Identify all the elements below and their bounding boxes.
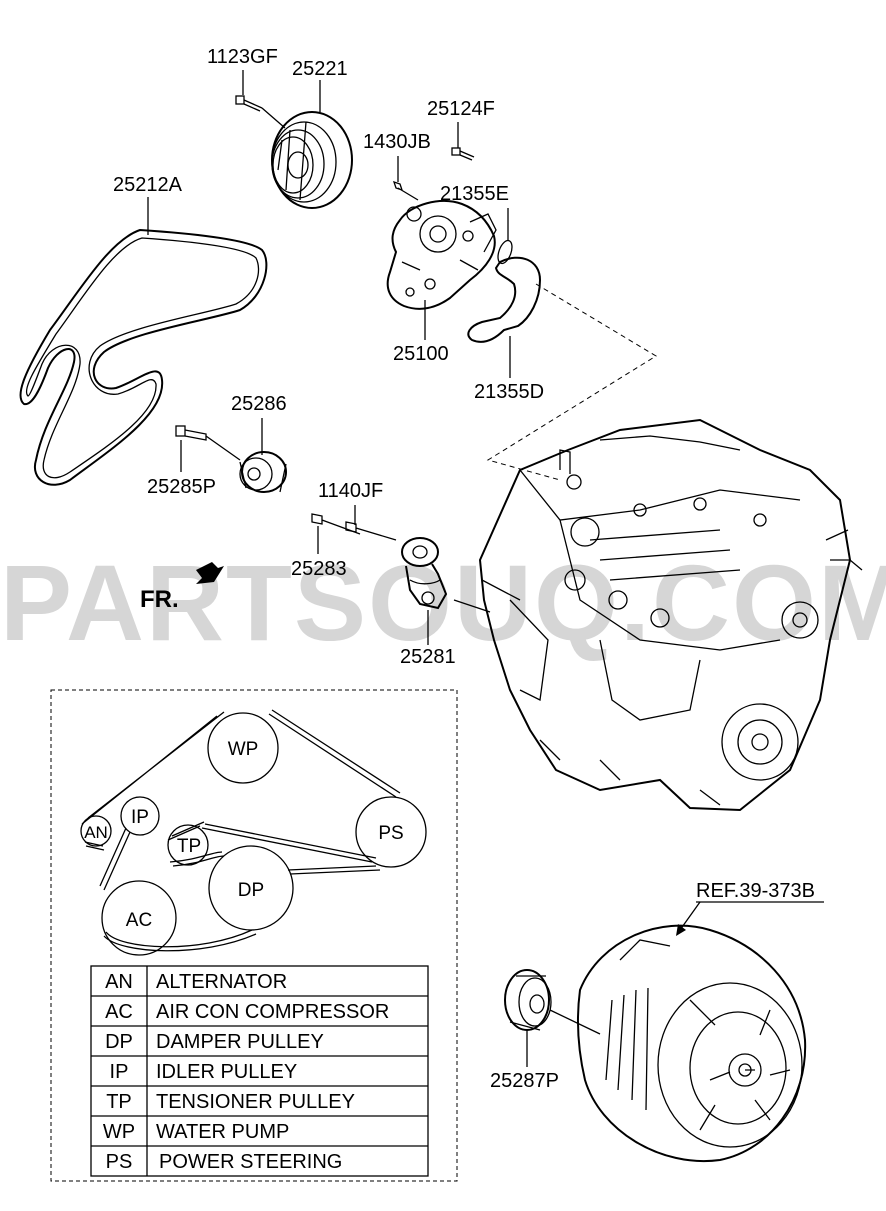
label-ref-39-373B: REF.39-373B	[696, 880, 815, 902]
bolt-1123GF[interactable]	[235, 95, 286, 129]
belt-25212A[interactable]	[19, 228, 268, 486]
legend-rows: AN ALTERNATOR AC AIR CON COMPRESSOR DP DAMPER…	[103, 971, 389, 1173]
pulley-ac	[101, 880, 177, 956]
legend-name-tp: TENSIONER PULLEY	[156, 1091, 355, 1113]
legend-name-wp: WATER PUMP	[156, 1121, 289, 1143]
label-25124F: 25124F	[427, 98, 495, 120]
label-1140JF: 1140JF	[318, 480, 383, 502]
label-21355E: 21355E	[440, 183, 509, 205]
watermark: PARTSOUQ.COM	[0, 542, 886, 663]
o-ring-21355E[interactable]	[495, 239, 514, 266]
pulley-25221[interactable]	[271, 111, 353, 209]
legend-name-an: ALTERNATOR	[156, 971, 287, 993]
legend-code-ps: PS	[106, 1151, 133, 1173]
pulley-label-ac: AC	[126, 910, 152, 931]
legend-code-ac: AC	[105, 1001, 133, 1023]
tensioner-25281[interactable]	[401, 537, 448, 610]
legend-name-ps: POWER STEERING	[159, 1151, 342, 1173]
legend-code-wp: WP	[103, 1121, 135, 1143]
bolt-25283[interactable]	[311, 513, 361, 535]
label-1430JB: 1430JB	[363, 131, 431, 153]
legend-name-ac: AIR CON COMPRESSOR	[156, 1001, 389, 1023]
legend-name-ip: IDLER PULLEY	[156, 1061, 297, 1083]
label-25212A: 25212A	[113, 174, 183, 196]
legend-code-dp: DP	[105, 1031, 133, 1053]
label-25281: 25281	[400, 646, 456, 668]
pulley-tp	[167, 824, 209, 866]
alternator	[576, 924, 807, 1163]
legend-code-an: AN	[105, 971, 133, 993]
water-pump-25100[interactable]	[386, 200, 497, 310]
dowel-1430JB[interactable]	[392, 180, 419, 201]
label-25287P: 25287P	[490, 1070, 559, 1092]
bolt-25285P[interactable]	[175, 425, 241, 461]
front-arrow-icon	[196, 562, 224, 584]
gasket-21355D[interactable]	[467, 256, 542, 343]
pulley-label-wp: WP	[228, 739, 259, 760]
ref-arrow-icon	[676, 901, 701, 936]
label-25285P: 25285P	[147, 476, 216, 498]
label-25286: 25286	[231, 393, 287, 415]
pulley-ip	[120, 796, 160, 836]
pulley-label-an: AN	[84, 823, 108, 842]
bolt-25124F[interactable]	[451, 147, 475, 161]
label-25283: 25283	[291, 558, 347, 580]
engine-assembly	[453, 418, 863, 812]
label-1123GF: 1123GF	[207, 46, 278, 68]
pulley-an	[80, 815, 112, 847]
pulley-label-dp: DP	[238, 880, 264, 901]
label-25221: 25221	[292, 58, 348, 80]
front-indicator: FR.	[140, 586, 179, 613]
belt-routing-panel	[50, 689, 458, 1182]
label-21355D: 21355D	[474, 381, 544, 403]
legend-name-dp: DAMPER PULLEY	[156, 1031, 324, 1053]
belt-routing-diagram	[80, 709, 427, 956]
label-25100: 25100	[393, 343, 449, 365]
idler-pulley-25286[interactable]	[239, 451, 287, 493]
legend-table	[90, 965, 429, 1177]
pulley-ps	[355, 796, 427, 868]
legend-code-ip: IP	[110, 1061, 129, 1083]
pulley-label-tp: TP	[177, 836, 201, 857]
pulley-label-ps: PS	[378, 823, 403, 844]
legend-code-tp: TP	[106, 1091, 132, 1113]
pulley-label-ip: IP	[131, 807, 149, 828]
pulley-wp	[207, 712, 279, 784]
